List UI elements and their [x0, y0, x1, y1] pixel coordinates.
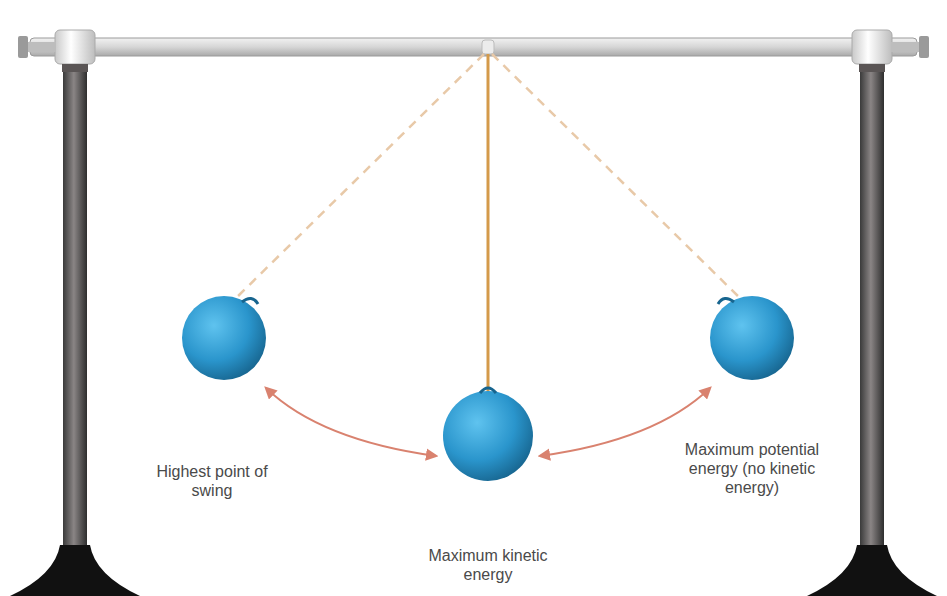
caption-label: Maximum potential energy (no kinetic ene…: [676, 440, 828, 498]
caption-label: Maximum kinetic energy: [423, 546, 553, 584]
caption-label: Highest point of swing: [153, 462, 271, 500]
